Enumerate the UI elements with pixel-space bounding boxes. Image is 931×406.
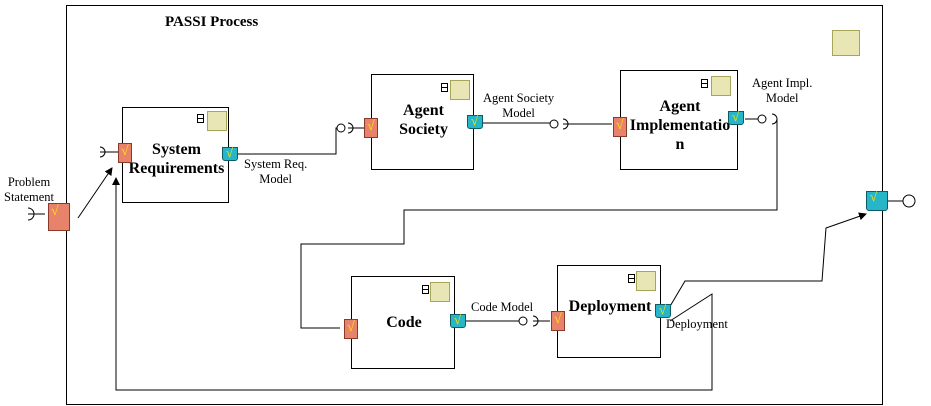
code-input-doc-icon: [344, 319, 358, 339]
sysreq-to-society-line: [238, 127, 343, 155]
society-input-doc-icon: [364, 118, 378, 138]
code-box: Code: [351, 276, 455, 369]
final-output-artifact-icon: [866, 189, 888, 211]
feedback-loop-arrow: [112, 177, 713, 391]
code-output-artifact-icon: [450, 312, 466, 328]
impl-out-lollipop: [757, 114, 767, 124]
sysreq-input-socket: [99, 146, 106, 158]
system-req-model-label: System Req. Model: [244, 157, 308, 186]
impl-out-socket: [771, 113, 778, 125]
problem-to-sysreq-arrow: [77, 167, 113, 219]
deployment-input-doc-icon: [551, 311, 565, 331]
sysreq-output-artifact-icon: [222, 145, 238, 161]
impl-input-doc-icon: [613, 117, 627, 137]
problem-statement-doc-icon: [48, 203, 70, 231]
agent-impl-model-label: Agent Impl. Model: [752, 76, 813, 105]
component-icon: [197, 114, 204, 123]
code-out-lollipop: [518, 316, 528, 326]
spiral-icon: [711, 76, 731, 96]
spiral-icon: [430, 282, 450, 302]
agent-implementation-label: Agent Implementatio n: [629, 98, 731, 153]
agent-society-box: Agent Society: [371, 74, 474, 170]
spiral-icon: [636, 271, 656, 291]
impl-to-code-line: [300, 119, 778, 329]
deployment-to-output-arrow: [668, 212, 867, 309]
final-output-lollipop: [902, 194, 916, 208]
agent-implementation-box: Agent Implementatio n: [620, 70, 738, 170]
deployment-output-label: Deployment: [666, 317, 728, 331]
spiral-icon: [450, 80, 470, 100]
agent-society-model-label: Agent Society Model: [483, 91, 555, 120]
system-requirements-box: System Requirements: [122, 107, 229, 203]
spiral-icon: [207, 111, 227, 131]
system-requirements-label: System Requirements: [128, 141, 225, 177]
problem-input-socket: [27, 207, 35, 221]
sysreq-input-doc-icon: [118, 143, 132, 163]
sysreq-out-lollipop: [336, 123, 346, 133]
code-label: Code: [386, 314, 422, 331]
spiral-icon: [832, 30, 860, 56]
impl-output-artifact-icon: [728, 109, 744, 125]
deployment-box: Deployment: [557, 265, 661, 358]
deployment-output-artifact-icon: [655, 302, 671, 318]
society-output-artifact-icon: [467, 113, 483, 129]
society-out-lollipop: [549, 119, 559, 129]
problem-statement-label: Problem Statement: [4, 175, 54, 204]
component-icon: [441, 83, 448, 92]
deployment-label: Deployment: [568, 298, 652, 315]
component-icon: [701, 79, 708, 88]
component-icon: [422, 285, 429, 294]
diagram-title: PASSI Process: [165, 14, 259, 30]
component-icon: [628, 274, 635, 283]
code-model-label: Code Model: [471, 300, 534, 314]
agent-society-label: Agent Society: [399, 102, 448, 138]
